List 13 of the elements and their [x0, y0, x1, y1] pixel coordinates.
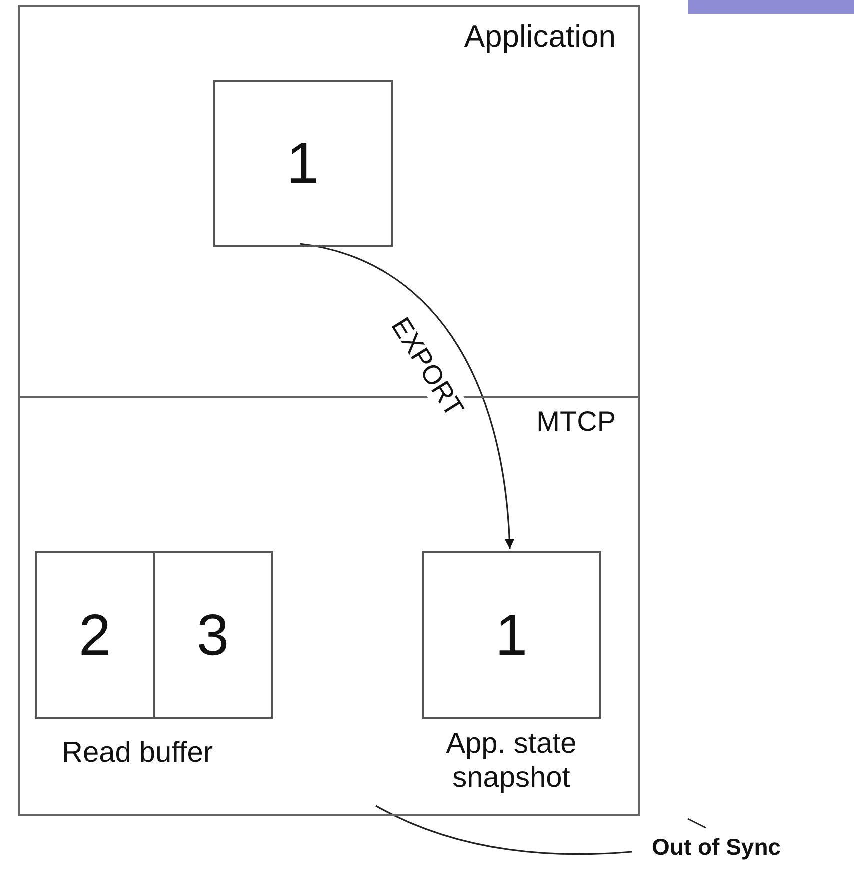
data-block	[35, 551, 155, 719]
group-caption: Read buffer	[62, 737, 214, 770]
data-block	[153, 551, 273, 719]
block-number: 1	[495, 602, 528, 668]
arrow	[300, 243, 514, 550]
block-number: 1	[286, 130, 320, 197]
layer-title: Application	[464, 19, 616, 55]
data-block	[213, 80, 393, 247]
block-number: 3	[196, 602, 230, 668]
note-text: Out of Sync	[652, 834, 782, 861]
block-number: 2	[78, 602, 112, 668]
layer-title: MTCP	[536, 406, 616, 438]
block-caption: App. state snapshot	[445, 727, 578, 795]
